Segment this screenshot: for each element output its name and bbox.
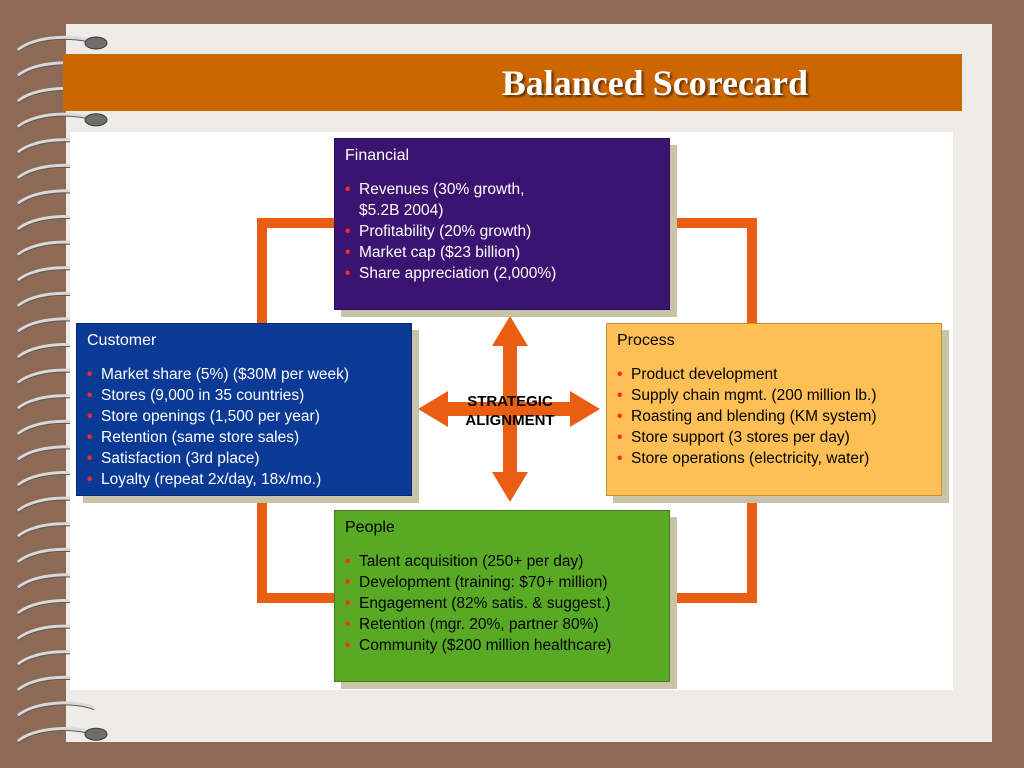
process-box: Process • Product development • Supply chai… [606,323,942,496]
arrow-down-head [492,472,528,502]
spiral-hole [84,113,108,127]
list-item: • Market cap ($23 billion) [345,242,659,263]
financial-heading: Financial [345,147,410,164]
bullet-icon: • [345,595,351,612]
bullet-icon: • [345,265,351,282]
list-item-text: Roasting and blending (KM system) [631,408,877,425]
bullet-icon: • [345,553,351,570]
list-item-text: Market cap ($23 billion) [359,244,521,261]
list-item: • Product development [617,364,931,385]
center-label-line1: STRATEGIC [467,393,553,410]
bullet-icon: • [617,429,623,446]
strategic-alignment-label: STRATEGIC ALIGNMENT [440,392,580,430]
process-list: • Product development • Supply chain mgmt. … [617,364,931,469]
list-item: • Development (training: $70+ million) [345,572,659,593]
bullet-icon: • [345,616,351,633]
list-item: • Engagement (82% satis. & suggest.) [345,593,659,614]
list-item-text: Store support (3 stores per day) [631,429,850,446]
list-item: • Revenues (30% growth, $5.2B 2004) [345,179,659,221]
list-item-text: Market share (5%) ($30M per week) [101,366,350,383]
list-item-text: Product development [631,366,778,383]
customer-box: Customer • Market share (5%) ($30M per we… [76,323,412,496]
list-item-text: Stores (9,000 in 35 countries) [101,387,305,404]
title-bar: Balanced Scorecard [63,54,962,111]
list-item: • Talent acquisition (250+ per day) [345,551,659,572]
list-item-text: Profitability (20% growth) [359,223,532,240]
list-item: • Share appreciation (2,000%) [345,263,659,284]
list-item: • Retention (same store sales) [87,427,401,448]
arrow-right-head [570,391,600,427]
bullet-icon: • [617,408,623,425]
bullet-icon: • [87,408,93,425]
financial-list: • Revenues (30% growth, $5.2B 2004) • Profi… [345,179,659,284]
list-item-text: Development (training: $70+ million) [359,574,608,591]
list-item-text: Community ($200 million healthcare) [359,637,612,654]
spiral-ring [17,701,95,717]
center-label-line2: ALIGNMENT [465,412,555,429]
list-item-text: Retention (mgr. 20%, partner 80%) [359,616,599,633]
bullet-icon: • [87,471,93,488]
list-item: • Community ($200 million healthcare) [345,635,659,656]
bullet-icon: • [345,574,351,591]
list-item: • Retention (mgr. 20%, partner 80%) [345,614,659,635]
financial-box: Financial • Revenues (30% growth, $5.2B 2… [334,138,670,310]
list-item-text: Store operations (electricity, water) [631,450,870,467]
bullet-icon: • [617,450,623,467]
slide-title: Balanced Scorecard [501,63,808,103]
list-item-text: Store openings (1,500 per year) [101,408,320,425]
customer-list: • Market share (5%) ($30M per week) • Store… [87,364,401,490]
bullet-icon: • [345,181,351,198]
spiral-ring-shadow [17,704,95,718]
bullet-icon: • [345,244,351,261]
list-item-text: Engagement (82% satis. & suggest.) [359,595,611,612]
list-item-text: Retention (same store sales) [101,429,300,446]
list-item: • Stores (9,000 in 35 countries) [87,385,401,406]
list-item: • Market share (5%) ($30M per week) [87,364,401,385]
list-item-text: Talent acquisition (250+ per day) [359,553,584,570]
list-item: • Satisfaction (3rd place) [87,448,401,469]
list-item: • Store openings (1,500 per year) [87,406,401,427]
people-box: People • Talent acquisition (250+ per day… [334,510,670,682]
bullet-icon: • [87,429,93,446]
list-item: • Roasting and blending (KM system) [617,406,931,427]
list-item-text: Satisfaction (3rd place) [101,450,260,467]
spiral-hole [84,36,108,50]
bullet-icon: • [617,366,623,383]
bullet-icon: • [345,223,351,240]
list-item-text: Revenues (30% growth, $5.2B 2004) [359,181,525,219]
list-item: • Store support (3 stores per day) [617,427,931,448]
list-item-text: Share appreciation (2,000%) [359,265,557,282]
bullet-icon: • [87,366,93,383]
people-list: • Talent acquisition (250+ per day) • Devel… [345,551,659,656]
people-heading: People [345,519,395,536]
arrow-up-head [492,316,528,346]
bullet-icon: • [345,637,351,654]
list-item: • Store operations (electricity, water) [617,448,931,469]
list-item: • Loyalty (repeat 2x/day, 18x/mo.) [87,469,401,490]
list-item: • Profitability (20% growth) [345,221,659,242]
list-item: • Supply chain mgmt. (200 million lb.) [617,385,931,406]
arrow-left-head [418,391,448,427]
bullet-icon: • [87,387,93,404]
bullet-icon: • [617,387,623,404]
arrow-horizontal-shaft [445,402,575,416]
spiral-hole [84,727,108,741]
list-item-text: Loyalty (repeat 2x/day, 18x/mo.) [101,471,322,488]
bullet-icon: • [87,450,93,467]
list-item-text: Supply chain mgmt. (200 million lb.) [631,387,877,404]
process-heading: Process [617,332,675,349]
customer-heading: Customer [87,332,157,349]
